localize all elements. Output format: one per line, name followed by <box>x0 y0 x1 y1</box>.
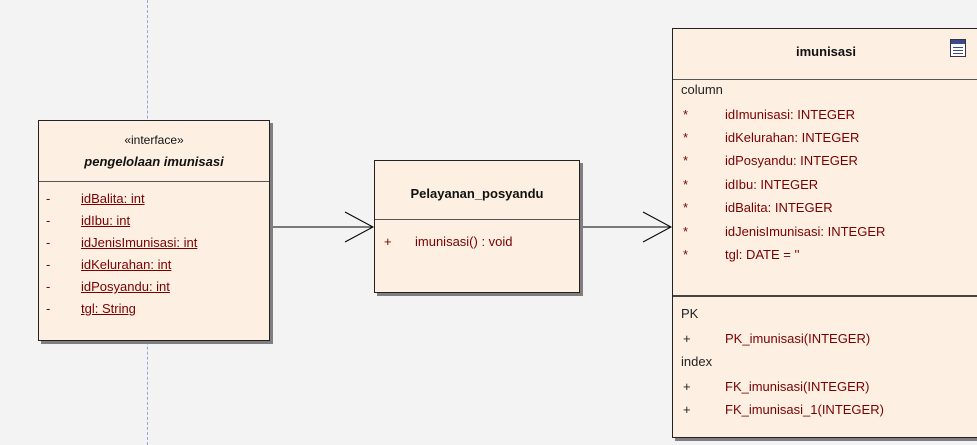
table-name: imunisasi <box>796 44 856 59</box>
table-header-separator <box>673 79 977 80</box>
class-name: Pelayanan_posyandu <box>410 186 544 201</box>
column-section-label: column <box>681 82 723 97</box>
interface-box[interactable]: «interface» pengelolaan imunisasi -idBal… <box>38 120 270 341</box>
arrowhead-table <box>642 211 673 243</box>
index-section-label: index <box>681 354 713 369</box>
interface-separator <box>39 181 269 182</box>
class-separator <box>375 219 579 220</box>
class-box[interactable]: Pelayanan_posyandu +imunisasi() : void <box>374 160 580 293</box>
arrowhead-class <box>344 211 375 243</box>
table-pk-separator <box>673 295 977 297</box>
table-icon <box>950 39 966 57</box>
interface-name: pengelolaan imunisasi <box>84 154 224 169</box>
pk-section-label: PK <box>681 306 699 321</box>
table-box[interactable]: imunisasi column *idImunisasi: INTEGER *… <box>672 28 977 438</box>
interface-stereotype: «interface» <box>124 133 184 147</box>
